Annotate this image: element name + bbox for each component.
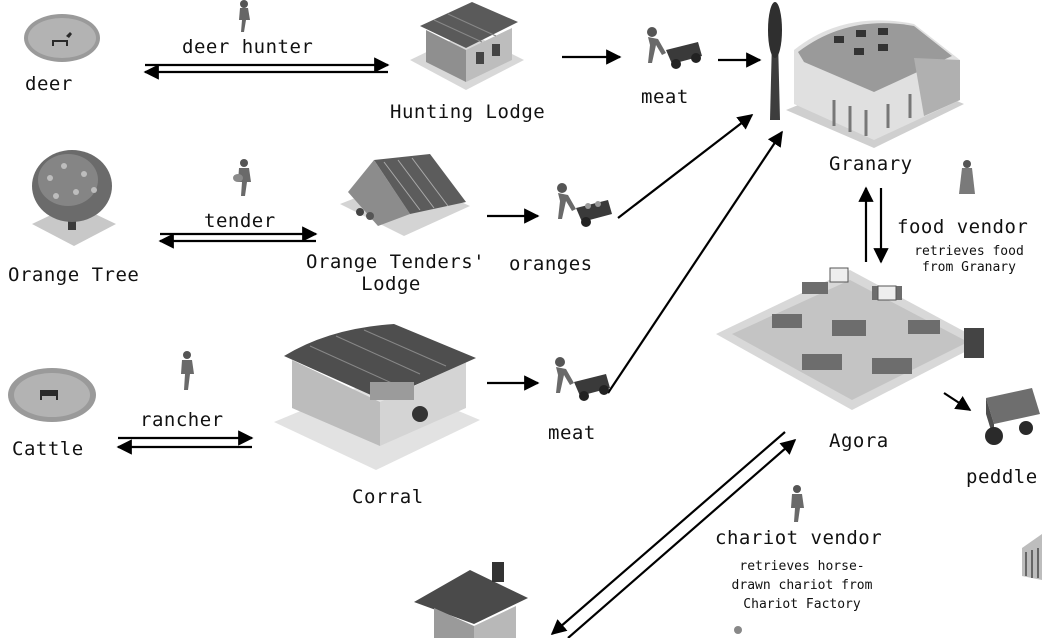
label-orange-tenders-lodge: Orange Tenders' Lodge	[306, 251, 486, 295]
arrow-agora-to-peddler	[943, 392, 972, 411]
label-orange-tenders-lodge-line1: Orange Tenders'	[306, 251, 486, 273]
rancher-walker-icon	[181, 351, 194, 390]
tender-walker-icon	[233, 159, 251, 196]
orange-lodge-icon	[340, 154, 470, 236]
temple-building-icon	[1022, 534, 1042, 580]
arrow-factory-to-agora	[567, 438, 797, 638]
orange-tree-icon	[32, 150, 116, 246]
label-orange-tree: Orange Tree	[8, 264, 140, 286]
label-peddler: peddle	[966, 466, 1038, 488]
walker-icon	[734, 626, 742, 634]
label-cattle: Cattle	[12, 438, 84, 460]
arrow-agora-to-factory	[550, 431, 786, 636]
corral-icon	[274, 324, 480, 470]
label-rancher: rancher	[140, 409, 224, 431]
peddler-cart-icon	[985, 388, 1040, 445]
food-vendor-walker-icon	[959, 160, 975, 194]
label-oranges: oranges	[509, 253, 593, 275]
hunting-lodge-icon	[410, 2, 524, 90]
label-deer-hunter: deer hunter	[182, 36, 314, 58]
label-tender: tender	[204, 210, 276, 232]
cart-pusher-icon	[647, 27, 702, 69]
label-granary: Granary	[829, 153, 913, 175]
food-vendor-note-line1: retrieves food	[914, 244, 1024, 259]
granary-icon	[768, 2, 964, 148]
label-meat-1: meat	[641, 86, 689, 108]
chariot-vendor-note-line2: drawn chariot from	[731, 578, 873, 593]
label-agora: Agora	[829, 430, 889, 452]
arrow-oranges-to-granary	[617, 114, 754, 219]
label-food-vendor-note: retrieves food from Granary	[896, 244, 1042, 276]
chariot-vendor-note-line1: retrieves horse-	[739, 559, 865, 574]
label-orange-tenders-lodge-line2: Lodge	[361, 273, 421, 295]
cart-pusher-icon	[555, 357, 610, 401]
cart-pusher-icon	[557, 183, 612, 227]
label-meat-2: meat	[548, 422, 596, 444]
cattle-pasture-icon	[8, 368, 96, 422]
hunter-walker-icon	[239, 0, 250, 32]
arrow-meat-to-granary-2	[607, 130, 783, 394]
label-hunting-lodge: Hunting Lodge	[390, 101, 546, 123]
food-vendor-note-line2: from Granary	[922, 260, 1016, 275]
label-food-vendor: food vendor	[897, 216, 1029, 238]
agora-icon	[716, 267, 984, 410]
deer-pasture-icon	[24, 14, 100, 62]
label-deer: deer	[25, 73, 73, 95]
label-chariot-vendor-note: retrieves horse- drawn chariot from Char…	[704, 557, 900, 614]
chariot-vendor-note-line3: Chariot Factory	[743, 597, 861, 612]
chariot-vendor-walker-icon	[791, 485, 804, 522]
chariot-factory-icon	[414, 562, 528, 638]
label-chariot-vendor: chariot vendor	[715, 527, 883, 549]
label-corral: Corral	[352, 486, 424, 508]
